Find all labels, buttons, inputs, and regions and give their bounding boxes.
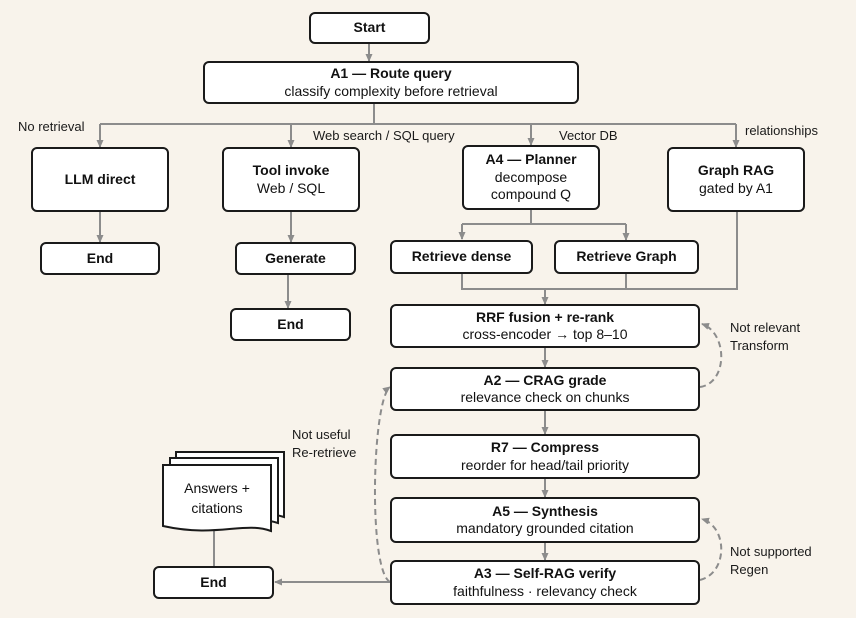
node-start[interactable]: Start	[309, 12, 430, 44]
node-end-tool-title: End	[277, 315, 304, 332]
answers-document-icon	[162, 451, 285, 533]
node-tool-invoke-sub: Web / SQL	[256, 179, 326, 196]
node-llm-direct[interactable]: LLM direct	[31, 147, 169, 212]
rgraph-to-merge	[545, 273, 627, 290]
node-compress[interactable]: R7 — Compress reorder for head/tail prio…	[390, 434, 700, 479]
node-rrf-fusion[interactable]: RRF fusion + re-rank cross-encoder → top…	[390, 304, 700, 348]
label-not-useful: Not useful Re-retrieve	[292, 426, 356, 461]
node-retrieve-dense[interactable]: Retrieve dense	[390, 240, 533, 274]
node-route-query-sub: classify complexity before retrieval	[284, 82, 498, 99]
label-not-supported-line1: Not supported	[730, 544, 812, 559]
node-crag-grade-title: A2 — CRAG grade	[483, 371, 607, 388]
label-not-supported: Not supported Regen	[730, 543, 812, 578]
node-crag-grade-sub: relevance check on chunks	[460, 389, 630, 405]
loop-not-supported	[699, 517, 723, 581]
node-retrieve-graph-title: Retrieve Graph	[576, 248, 677, 265]
node-planner-sub2: compound Q	[490, 186, 572, 203]
document-text: Answers + citations	[163, 479, 271, 518]
node-self-rag-verify[interactable]: A3 — Self-RAG verify faithfulness · rele…	[390, 560, 700, 605]
node-rrf-fusion-sub: cross-encoder → top 8–10	[462, 326, 628, 342]
node-tool-invoke[interactable]: Tool invoke Web / SQL	[222, 147, 360, 212]
node-retrieve-dense-title: Retrieve dense	[411, 248, 512, 265]
graphrag-to-merge	[626, 211, 738, 290]
node-tool-invoke-title: Tool invoke	[252, 162, 330, 178]
node-route-query[interactable]: A1 — Route query classify complexity bef…	[203, 61, 579, 104]
node-synthesis-sub: mandatory grounded citation	[456, 520, 634, 536]
node-end-final[interactable]: End	[153, 566, 274, 599]
node-rrf-fusion-title: RRF fusion + re-rank	[475, 308, 615, 325]
label-no-retrieval: No retrieval	[18, 119, 85, 134]
node-llm-direct-title: LLM direct	[64, 170, 136, 187]
node-graph-rag[interactable]: Graph RAG gated by A1	[667, 147, 805, 212]
node-self-rag-verify-sub: faithfulness · relevancy check	[453, 582, 637, 599]
node-self-rag-verify-title: A3 — Self-RAG verify	[473, 565, 617, 581]
label-not-relevant-line2: Transform	[730, 337, 789, 353]
label-relationships: relationships	[745, 123, 818, 138]
node-graph-rag-sub: gated by A1	[699, 179, 773, 196]
node-crag-grade[interactable]: A2 — CRAG grade relevance check on chunk…	[390, 367, 700, 411]
node-end-llm[interactable]: End	[40, 242, 160, 275]
label-not-useful-line2: Re-retrieve	[292, 444, 357, 460]
dense-to-merge	[461, 273, 545, 290]
node-compress-sub: reorder for head/tail priority	[460, 456, 630, 473]
node-start-title: Start	[353, 19, 386, 36]
node-synthesis[interactable]: A5 — Synthesis mandatory grounded citati…	[390, 497, 700, 543]
node-generate[interactable]: Generate	[235, 242, 356, 275]
label-web-sql: Web search / SQL query	[313, 128, 455, 143]
node-synthesis-title: A5 — Synthesis	[492, 502, 598, 519]
label-vector-db: Vector DB	[559, 128, 618, 143]
node-end-llm-title: End	[86, 249, 114, 266]
node-compress-title: R7 — Compress	[490, 439, 600, 455]
node-end-tool[interactable]: End	[230, 308, 351, 341]
label-not-supported-line2: Regen	[730, 561, 769, 577]
node-retrieve-graph[interactable]: Retrieve Graph	[554, 240, 699, 274]
label-not-relevant-line1: Not relevant	[730, 320, 801, 335]
node-route-query-title: A1 — Route query	[330, 65, 452, 81]
node-planner-title: A4 — Planner	[485, 151, 577, 168]
node-graph-rag-title: Graph RAG	[697, 162, 775, 178]
node-planner-sub1: decompose	[494, 168, 568, 185]
label-not-relevant: Not relevant Transform	[730, 319, 800, 354]
document-line-1: Answers +	[184, 480, 250, 496]
document-line-2: citations	[191, 499, 243, 516]
node-generate-title: Generate	[265, 249, 326, 266]
label-not-useful-line1: Not useful	[292, 427, 351, 442]
loop-not-relevant	[699, 322, 723, 388]
loop-not-useful	[373, 386, 391, 583]
node-end-final-title: End	[200, 573, 227, 590]
node-planner[interactable]: A4 — Planner decompose compound Q	[462, 145, 600, 210]
